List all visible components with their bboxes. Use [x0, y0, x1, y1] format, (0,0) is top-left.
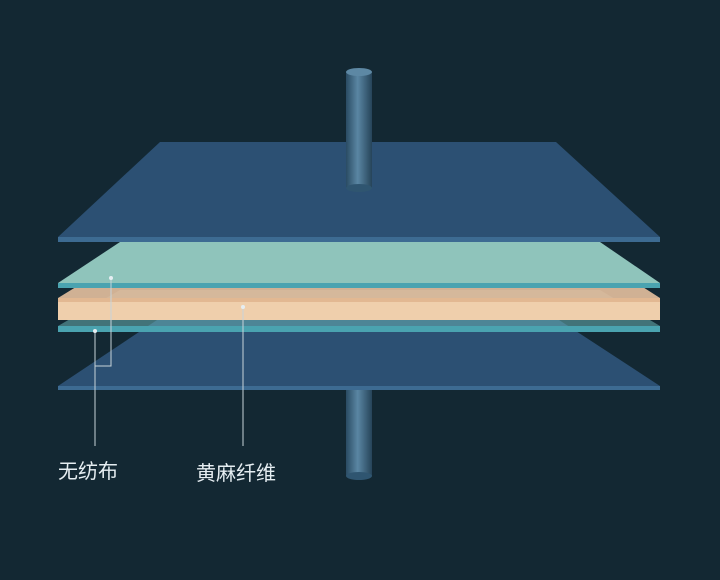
callout-nonwoven [93, 276, 113, 446]
callout-jute [241, 305, 245, 446]
top-rod [346, 68, 372, 192]
label-nonwoven: 无纺布 [58, 459, 118, 483]
nonwoven-layer-top [58, 242, 660, 288]
label-jute-fiber: 黄麻纤维 [196, 461, 276, 485]
bottom-rod [346, 384, 372, 480]
bottom-plate [58, 318, 660, 390]
